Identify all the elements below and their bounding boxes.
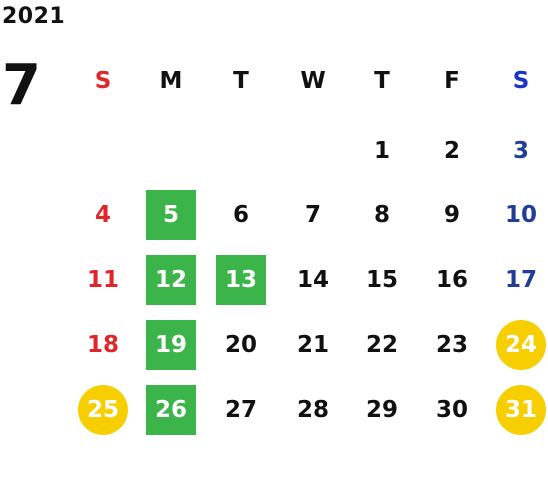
- weekday-header-mon: M: [159, 68, 183, 94]
- day-cell: 15: [365, 267, 398, 293]
- day-cell: [288, 126, 338, 176]
- day-cell-green-mark: 26: [146, 385, 196, 435]
- day-cell: 23: [435, 332, 468, 358]
- day-cell-green-mark: 5: [146, 190, 196, 240]
- day-cell-green-mark: 12: [146, 255, 196, 305]
- day-cell: 20: [224, 332, 257, 358]
- day-cell: 22: [365, 332, 398, 358]
- year-label: 2021: [2, 4, 66, 29]
- day-cell: 9: [443, 202, 460, 228]
- day-cell-green-mark: 19: [146, 320, 196, 370]
- day-cell: [146, 126, 196, 176]
- day-cell: 27: [224, 397, 257, 423]
- weekday-header-thu: T: [374, 68, 390, 94]
- day-cell: 3: [512, 138, 529, 164]
- weekday-header-tue: T: [233, 68, 249, 94]
- weekday-header-wed: W: [300, 68, 326, 94]
- day-cell: 30: [435, 397, 468, 423]
- weekday-header-sun: S: [94, 68, 112, 94]
- day-cell: 17: [504, 267, 537, 293]
- day-cell: 1: [373, 138, 390, 164]
- weekday-header-sat: S: [512, 68, 530, 94]
- day-cell: 16: [435, 267, 468, 293]
- weekday-header-fri: F: [444, 68, 460, 94]
- day-cell: 18: [86, 332, 119, 358]
- day-cell-yellow-circle: 31: [496, 385, 546, 435]
- day-cell-yellow-circle: 24: [496, 320, 546, 370]
- day-cell: 7: [304, 202, 321, 228]
- day-cell: [216, 126, 266, 176]
- day-cell: 8: [373, 202, 390, 228]
- day-cell: [78, 126, 128, 176]
- day-cell: 4: [94, 202, 111, 228]
- day-cell: 28: [296, 397, 329, 423]
- day-cell: 11: [86, 267, 119, 293]
- day-cell-green-mark: 13: [216, 255, 266, 305]
- day-cell: 14: [296, 267, 329, 293]
- day-cell: 21: [296, 332, 329, 358]
- day-cell: 29: [365, 397, 398, 423]
- day-cell: 6: [232, 202, 249, 228]
- day-cell: 10: [504, 202, 537, 228]
- day-cell-yellow-circle: 25: [78, 385, 128, 435]
- month-number: 7: [2, 53, 41, 118]
- day-cell: 2: [443, 138, 460, 164]
